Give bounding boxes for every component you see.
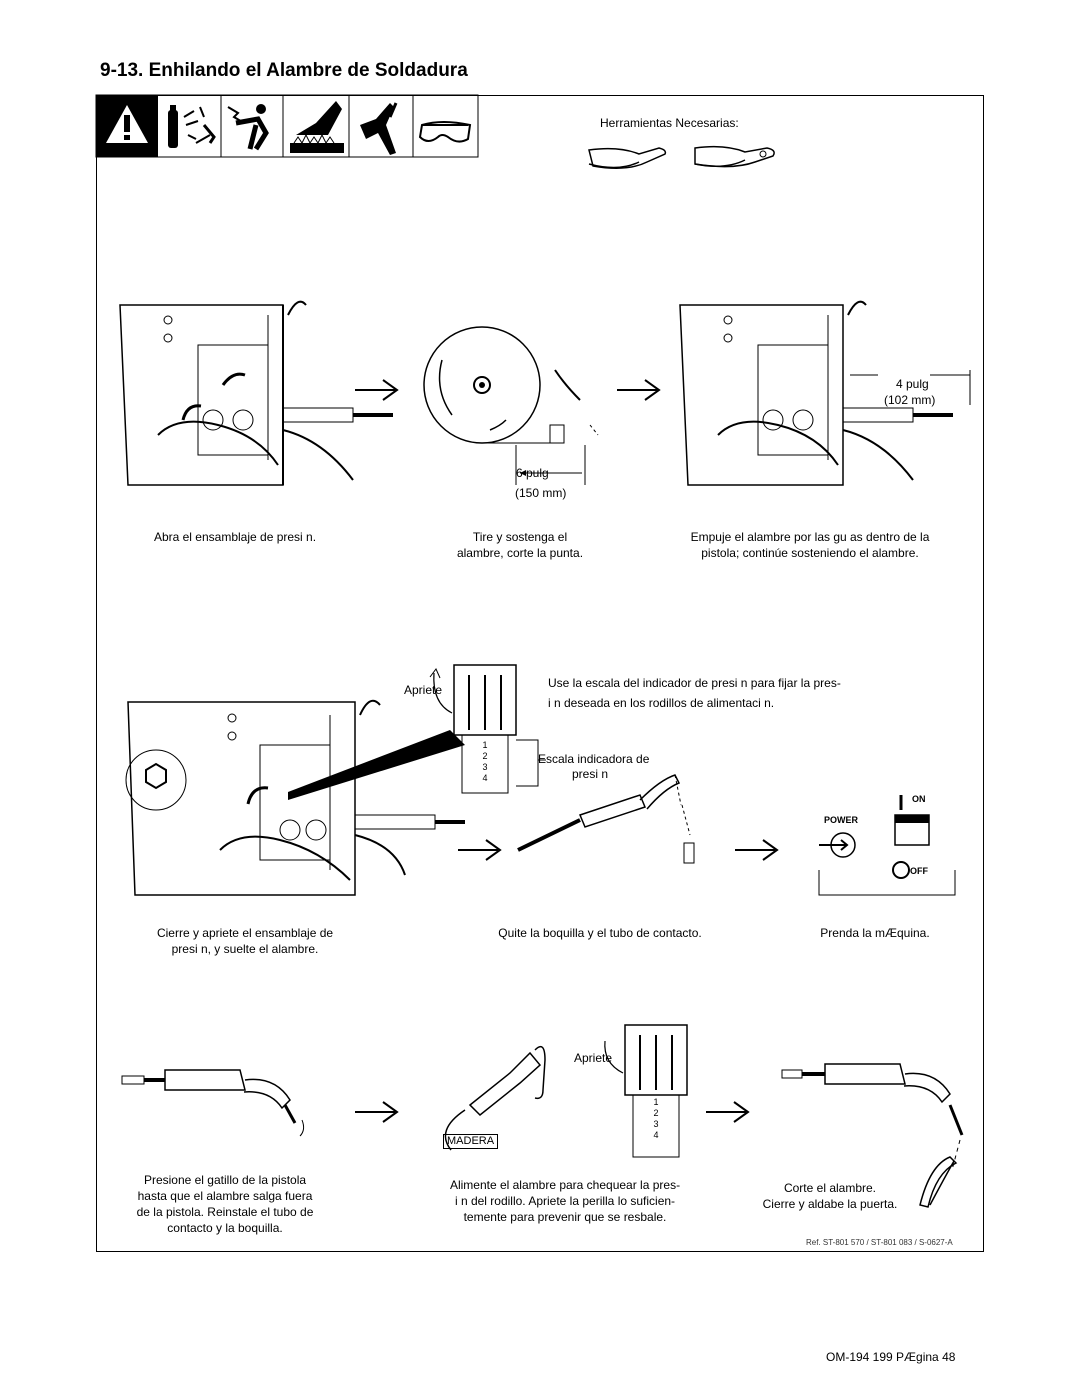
safety-icon-strip — [95, 94, 479, 158]
escala-label-2: presi n — [572, 767, 609, 781]
four-inch-mm-label: (102 mm) — [884, 393, 936, 407]
step-power-on-caption: Prenda la mÆquina. — [820, 926, 930, 940]
diagonal-cutters-icon — [588, 147, 667, 169]
step-close-pressure-caption-2: presi n, y suelte el alambre. — [171, 942, 319, 956]
arrow-right-icon — [355, 379, 399, 401]
step-remove-nozzle-caption: Quite la boquilla y el tubo de contacto. — [498, 926, 702, 940]
arrow-right-icon — [735, 839, 779, 861]
gas-cylinder-icon — [168, 105, 216, 148]
page-number: OM-194 199 PÆgina 48 — [826, 1350, 956, 1364]
step-feed-check-caption-2: i n del rodillo. Apriete la perilla lo s… — [454, 1194, 676, 1208]
power-switch-diagram — [818, 795, 956, 896]
hot-surface-icon — [290, 101, 344, 153]
apriete-label-2: Apriete — [574, 1051, 613, 1065]
wire-feed-wood-diagram — [444, 1045, 546, 1151]
arrow-right-icon — [617, 379, 661, 401]
procedure-frame — [96, 95, 984, 1252]
step-feed-check-caption-1: Alimente el alambre para chequear la pre… — [449, 1178, 681, 1192]
step-push-wire-caption-1: Empuje el alambre por las gu as dentro d… — [690, 530, 930, 544]
step-scale-caption-2: i n deseada en los rodillos de alimentac… — [548, 696, 775, 710]
step-cut-wire-caption-1: Corte el alambre. — [783, 1181, 877, 1195]
arrow-right-icon — [355, 1101, 399, 1123]
off-label: OFF — [910, 866, 928, 876]
power-label: POWER — [824, 815, 859, 825]
pressure-scale-2: 1 2 3 4 — [643, 1097, 669, 1141]
pliers-icon — [694, 145, 775, 168]
arrow-right-icon — [458, 839, 502, 861]
step-push-wire-caption-2: pistola; continúe sosteniendo el alambre… — [701, 546, 919, 560]
moving-parts-icon — [360, 102, 398, 155]
pressure-knob-diagram — [429, 664, 517, 794]
step-scale-caption-1: Use la escala del indicador de presi n p… — [548, 676, 841, 690]
welding-gun-nozzle-diagram — [517, 774, 695, 864]
pressure-knob-diagram-2 — [604, 1024, 688, 1158]
step-pull-wire-caption-2: alambre, corte la punta. — [456, 546, 584, 560]
on-label: ON — [912, 794, 926, 804]
step-cut-wire-caption-2: Cierre y aldabe la puerta. — [762, 1197, 898, 1211]
cut-wire-diagram — [781, 1063, 964, 1208]
drawing-reference: Ref. ST-801 570 / ST-801 083 / S-0627-A — [806, 1238, 953, 1247]
scale-mark-3: 3 — [653, 1119, 659, 1129]
pressure-scale: 1 2 3 4 — [472, 740, 498, 784]
four-inch-label: 4 pulg — [896, 377, 929, 391]
safety-glasses-icon — [418, 121, 472, 143]
step-trigger-caption-2: hasta que el alambre salga fuera — [137, 1189, 313, 1203]
scale-mark-2: 2 — [482, 751, 488, 761]
escala-label-1: Escala indicadora de — [538, 752, 650, 766]
scale-mark-1: 1 — [482, 740, 488, 750]
scale-mark-4: 4 — [653, 1130, 659, 1140]
step-trigger-caption-3: de la pistola. Reinstale el tubo de — [136, 1205, 314, 1219]
madera-label: MADERA — [443, 1134, 499, 1149]
warning-triangle-icon — [106, 105, 148, 143]
six-inch-mm-label: (150 mm) — [515, 486, 567, 500]
scale-mark-1: 1 — [653, 1097, 659, 1107]
electric-shock-icon — [227, 104, 269, 151]
scale-bracket — [516, 739, 546, 787]
tools-illustration — [588, 145, 775, 169]
scale-mark-4: 4 — [482, 773, 488, 783]
six-inch-label: 6 pulg — [516, 466, 549, 480]
apriete-label: Apriete — [404, 683, 443, 697]
section-title: 9-13. Enhilando el Alambre de Soldadura — [100, 60, 468, 81]
feeder-open-diagram — [119, 300, 393, 486]
arrow-right-icon — [706, 1101, 750, 1123]
step-trigger-caption-4: contacto y la boquilla. — [167, 1221, 283, 1235]
step-open-pressure-caption: Abra el ensamblaje de presi n. — [153, 530, 317, 544]
step-trigger-caption-1: Presione el gatillo de la pistola — [143, 1173, 307, 1187]
step-pull-wire-caption-1: Tire y sostenga el — [472, 530, 568, 544]
welding-gun-trigger-diagram — [121, 1069, 305, 1137]
wire-spool-diagram — [423, 326, 599, 485]
feeder-closed-diagram — [125, 699, 465, 896]
feeder-threading-diagram — [679, 300, 971, 486]
scale-mark-3: 3 — [482, 762, 488, 772]
scale-mark-2: 2 — [653, 1108, 659, 1118]
step-close-pressure-caption-1: Cierre y apriete el ensamblaje de — [156, 926, 334, 940]
step-feed-check-caption-3: temente para prevenir que se resbale. — [463, 1210, 667, 1224]
tools-label: Herramientas Necesarias: — [600, 116, 739, 130]
